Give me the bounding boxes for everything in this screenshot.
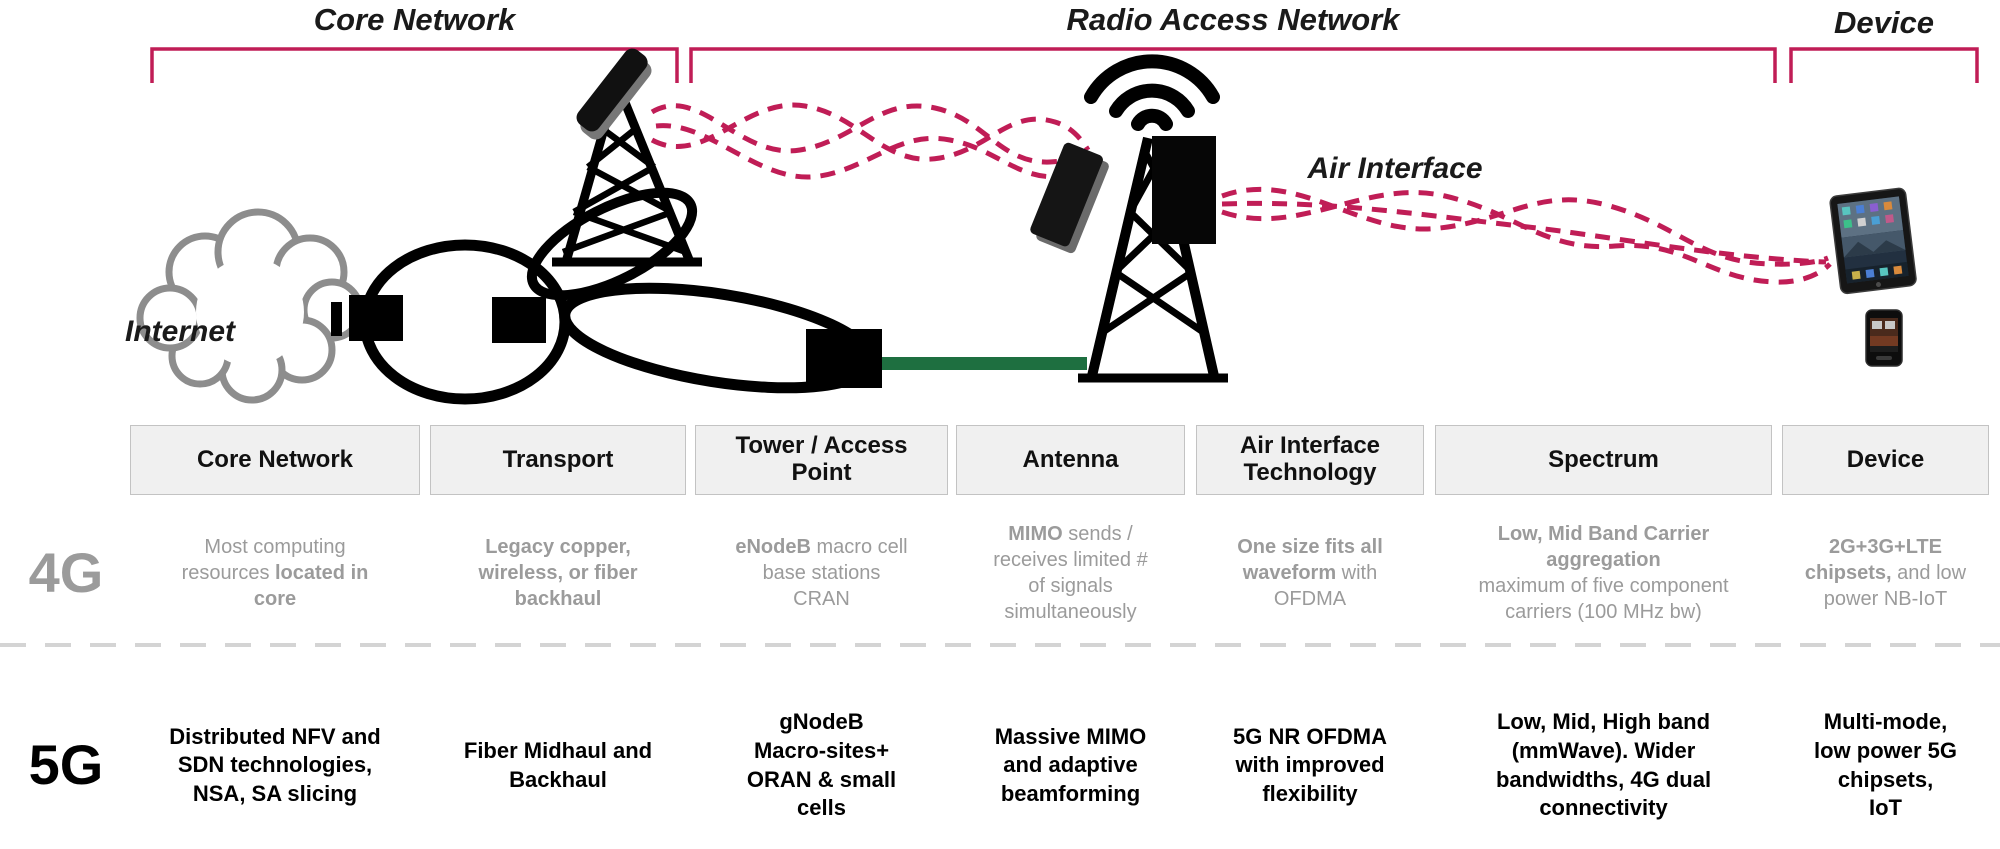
phone-device-icon <box>1865 309 1903 367</box>
cell-text: Distributed NFV and SDN technologies, NS… <box>169 723 380 809</box>
bracket-device <box>1789 47 1979 83</box>
cell-4g-core-network: Most computing resources located in core <box>130 500 420 645</box>
text-segment: with OFDMA <box>1273 561 1378 610</box>
row-divider <box>0 643 2000 647</box>
text-segment: Massive MIMO and adaptive beamforming <box>994 723 1147 806</box>
text-segment: Low, Mid, High band (mmWave). Wider band… <box>1495 709 1712 821</box>
section-brackets <box>150 47 1979 83</box>
column-header-device: Device <box>1782 425 1989 495</box>
text-segment: Legacy copper, wireless, or fiber backha… <box>478 535 638 610</box>
cell-4g-antenna: MIMO sends / receives limited # of signa… <box>956 500 1185 645</box>
router-node-icon <box>331 295 546 343</box>
bracket-radio-access-network <box>689 47 1777 83</box>
cell-text: Low, Mid, High band (mmWave). Wider band… <box>1496 708 1711 822</box>
cell-5g-antenna: Massive MIMO and adaptive beamforming <box>956 682 1185 849</box>
section-label-radio-access-network: Radio Access Network <box>1066 2 1400 37</box>
text-segment: located in core <box>253 561 369 610</box>
cell-text: gNodeB Macro-sites+ ORAN & small cells <box>747 708 896 822</box>
column-header-core-network: Core Network <box>130 425 420 495</box>
cell-4g-tower-access-point: eNodeB macro cell base stations CRAN <box>695 500 948 645</box>
text-segment: One size fits all waveform <box>1237 535 1383 584</box>
text-segment: maximum of five component carriers (100 … <box>1478 574 1729 623</box>
internet-cloud-icon <box>136 208 364 404</box>
cell-text: 2G+3G+LTE chipsets, and low power NB-IoT <box>1805 534 1966 612</box>
column-header-tower-access-point: Tower / Access Point <box>695 425 948 495</box>
lattice-tower-icon <box>552 98 702 267</box>
text-segment: sends / receives limited # of signals si… <box>993 522 1148 623</box>
cell-4g-device: 2G+3G+LTE chipsets, and low power NB-IoT <box>1782 500 1989 645</box>
text-segment: Multi-mode, low power 5G chipsets, IoT <box>1813 709 1958 821</box>
bracket-core-network <box>150 47 679 83</box>
cell-text: Most computing resources located in core <box>182 534 369 612</box>
text-segment: Low, Mid Band Carrier aggregation <box>1497 522 1710 571</box>
column-header-spectrum: Spectrum <box>1435 425 1772 495</box>
cell-text: 5G NR OFDMA with improved flexibility <box>1233 723 1387 809</box>
cell-text: Legacy copper, wireless, or fiber backha… <box>479 534 638 612</box>
text-segment: 5G NR OFDMA with improved flexibility <box>1233 723 1387 806</box>
text-segment: gNodeB Macro-sites+ ORAN & small cells <box>746 709 897 821</box>
cell-5g-spectrum: Low, Mid, High band (mmWave). Wider band… <box>1435 682 1772 849</box>
text-segment: eNodeB <box>735 535 811 558</box>
cell-4g-spectrum: Low, Mid Band Carrier aggregation maximu… <box>1435 500 1772 645</box>
cell-text: Massive MIMO and adaptive beamforming <box>995 723 1147 809</box>
row-5g: Distributed NFV and SDN technologies, NS… <box>0 682 2000 849</box>
section-label-core-network: Core Network <box>313 2 516 37</box>
cell-tower-icon <box>1078 136 1228 383</box>
text-segment: macro cell base stations CRAN <box>762 535 908 610</box>
cell-text: MIMO sends / receives limited # of signa… <box>993 521 1148 625</box>
cell-text: Multi-mode, low power 5G chipsets, IoT <box>1814 708 1957 822</box>
backhaul-ring-icon <box>526 187 698 301</box>
row-label-5g: 5G <box>28 733 104 796</box>
cell-5g-transport: Fiber Midhaul and Backhaul <box>430 682 686 849</box>
text-segment: MIMO <box>1008 522 1063 545</box>
column-header-antenna: Antenna <box>956 425 1185 495</box>
section-label-device: Device <box>1834 5 1934 40</box>
cell-text: One size fits all waveform with OFDMA <box>1237 534 1383 612</box>
cell-4g-air-interface-technology: One size fits all waveform with OFDMA <box>1196 500 1424 645</box>
cell-text: Fiber Midhaul and Backhaul <box>464 737 652 794</box>
text-segment: 2G+3G+LTE chipsets, <box>1804 535 1942 584</box>
text-segment: and low power NB-IoT <box>1823 561 1967 610</box>
row-label-4g: 4G <box>28 541 104 604</box>
wifi-arcs-icon <box>1084 54 1220 131</box>
column-header-air-interface-technology: Air Interface Technology <box>1196 425 1424 495</box>
cell-5g-device: Multi-mode, low power 5G chipsets, IoT <box>1782 682 1989 849</box>
cell-4g-transport: Legacy copper, wireless, or fiber backha… <box>430 500 686 645</box>
text-segment: Fiber Midhaul and Backhaul <box>463 737 653 792</box>
tablet-device-icon <box>1829 187 1917 295</box>
internet-label: Internet <box>124 315 235 348</box>
cell-text: eNodeB macro cell base stations CRAN <box>735 534 907 612</box>
microwave-dish-icon <box>576 48 652 140</box>
small-cell-box-icon <box>806 329 882 388</box>
antenna-panel-icon <box>1030 136 1216 254</box>
column-header-transport: Transport <box>430 425 686 495</box>
cell-5g-core-network: Distributed NFV and SDN technologies, NS… <box>130 682 420 849</box>
radio-waves-icon <box>650 102 1091 180</box>
text-segment: Distributed NFV and SDN technologies, NS… <box>169 723 381 806</box>
radio-waves-icon <box>1221 186 1832 285</box>
row-4g: Most computing resources located in core… <box>0 500 2000 645</box>
cell-text: Low, Mid Band Carrier aggregation maximu… <box>1478 521 1728 625</box>
cell-5g-tower-access-point: gNodeB Macro-sites+ ORAN & small cells <box>695 682 948 849</box>
network-architecture-diagram <box>136 47 1979 405</box>
air-interface-label: Air Interface <box>1307 152 1483 185</box>
cell-5g-air-interface-technology: 5G NR OFDMA with improved flexibility <box>1196 682 1424 849</box>
fiber-link-icon <box>852 357 1087 370</box>
text-segment: Most computing resources <box>181 535 346 584</box>
